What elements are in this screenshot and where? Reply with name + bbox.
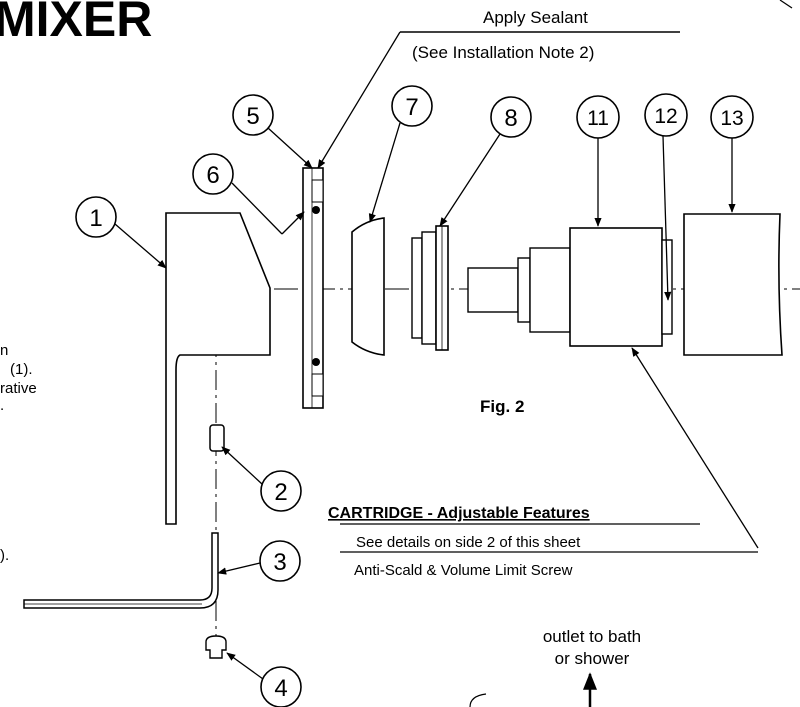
callout-1-label: 1 [89, 205, 102, 232]
callout-13-label: 13 [720, 107, 743, 130]
cartridge-line1: See details on side 2 of this sheet [356, 534, 581, 551]
cartridge-spindle [467, 267, 519, 313]
callout-8: 8 [490, 96, 532, 138]
flange-groove-top [311, 179, 324, 203]
leader-5 [267, 127, 313, 169]
leader-4 [226, 652, 264, 680]
callout-7: 7 [391, 85, 433, 127]
o-ring-top-part-6 [312, 206, 320, 214]
callout-11-label: 11 [587, 107, 609, 130]
callout-3-label: 3 [273, 549, 286, 576]
page-title: MIXER [0, 0, 152, 47]
callout-12: 12 [644, 93, 688, 137]
callout-4: 4 [260, 666, 302, 707]
left-fragment-5: ). [0, 547, 9, 564]
callout-2: 2 [260, 470, 302, 512]
sealant-note-line2: (See Installation Note 2) [412, 43, 594, 62]
left-fragment-1: n [0, 342, 8, 359]
sealant-note-line1: Apply Sealant [483, 8, 588, 27]
flange-plate-part-5 [302, 167, 324, 409]
flange-groove-bottom [311, 373, 324, 397]
housing-part-13 [683, 213, 783, 356]
callout-12-label: 12 [654, 105, 677, 128]
leader-8 [439, 133, 501, 227]
leader-2 [221, 446, 263, 485]
callout-4-label: 4 [274, 675, 287, 702]
o-ring-bottom [312, 358, 320, 366]
callout-6: 6 [192, 153, 234, 195]
leader-7 [368, 122, 401, 223]
leader-3 [217, 562, 261, 575]
leader-1 [114, 223, 167, 269]
cartridge-line2: Anti-Scald & Volume Limit Screw [354, 562, 573, 579]
sealant-leader [317, 31, 401, 169]
cartridge-collar [517, 257, 531, 323]
lever-handle-part-1 [165, 212, 271, 525]
partial-pipe-outline [469, 693, 487, 707]
leader-12 [662, 135, 672, 301]
callout-13: 13 [710, 95, 754, 139]
callout-2-label: 2 [274, 479, 287, 506]
figure-label: Fig. 2 [480, 397, 524, 416]
grub-screw-part-2 [209, 424, 225, 452]
callout-5-label: 5 [246, 103, 259, 130]
escutcheon-cover-part-7 [351, 217, 385, 356]
outlet-note-line1: outlet to bath [543, 627, 641, 646]
corner-mark [779, 0, 793, 9]
sleeve-ring-part-8 [411, 237, 423, 339]
callout-6-label: 6 [206, 162, 219, 189]
callout-11: 11 [576, 95, 620, 139]
cartridge-heading: CARTRIDGE - Adjustable Features [328, 505, 590, 522]
callout-1: 1 [75, 196, 117, 238]
callout-5: 5 [232, 94, 274, 136]
left-fragment-2: (1). [10, 361, 33, 378]
cap-screw-part-4 [205, 635, 227, 659]
leader-lines [114, 122, 759, 680]
left-fragment-4: . [0, 397, 4, 414]
cartridge-neck [529, 247, 571, 333]
callout-7-label: 7 [405, 94, 418, 121]
callout-8-label: 8 [504, 105, 517, 132]
leader-6 [231, 182, 283, 235]
leader-6b [281, 211, 305, 235]
left-fragment-3: rative [0, 380, 37, 397]
sleeve-ring-mid [421, 231, 437, 345]
leader-cartridge [631, 347, 759, 549]
outlet-note-line2: or shower [555, 649, 630, 668]
callout-3: 3 [259, 540, 301, 582]
allen-key-part-3 [23, 532, 219, 609]
cartridge-body-part-11 [569, 227, 663, 347]
